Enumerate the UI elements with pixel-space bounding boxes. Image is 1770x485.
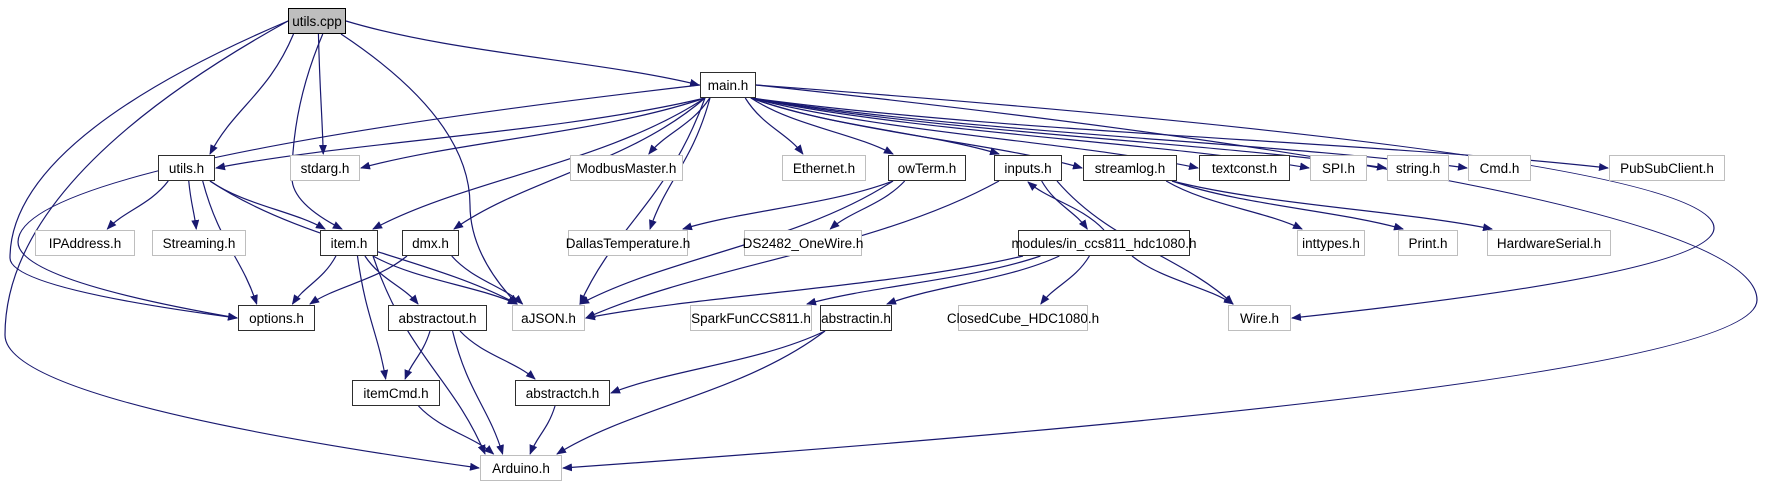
graph-node-options-h[interactable]: options.h <box>238 305 315 331</box>
edge-abstractout_h-to-Arduino_h <box>451 330 504 455</box>
graph-node-utils-h[interactable]: utils.h <box>158 155 215 181</box>
edge-item_h-to-options_h <box>291 255 337 305</box>
edge-main_h-to-item_h <box>372 97 706 230</box>
edge-item_h-to-abstractout_h <box>364 255 419 305</box>
edge-utils_cpp-to-stdarg_h <box>317 33 327 155</box>
edge-utils_cpp-to-options_h <box>9 20 289 321</box>
edge-streamlog_h-to-HardwareSerial_h <box>1171 180 1493 232</box>
edge-main_h-to-utils_h <box>215 97 706 171</box>
edge-utils_cpp-to-item_h <box>291 33 343 230</box>
edge-modules_h-to-SparkFunCCS811_h <box>806 255 1041 306</box>
edge-main_h-to-ModbusMaster_h <box>648 97 711 155</box>
graph-node-closedcube-hdc1080-h: ClosedCube_HDC1080.h <box>947 305 1099 331</box>
edge-abstractin_h-to-Arduino_h <box>556 330 826 455</box>
edge-dmx_h-to-aJSON_h <box>451 255 524 305</box>
edge-modules_h-to-inputs_h <box>1027 181 1105 231</box>
edge-inputs_h-to-modules_h <box>1041 180 1088 230</box>
edge-modules_h-to-abstractin_h <box>886 255 1060 305</box>
graph-node-wire-h: Wire.h <box>1228 305 1291 331</box>
edge-item_h-to-aJSON_h <box>372 255 518 305</box>
edge-utils_cpp-to-Arduino_h <box>4 20 480 471</box>
edge-main_h-to-Arduino_h <box>562 84 1758 472</box>
edge-utils_cpp-to-utils_h <box>209 33 295 155</box>
graph-node-abstractout-h[interactable]: abstractout.h <box>388 305 487 331</box>
graph-node-inputs-h[interactable]: inputs.h <box>994 155 1062 181</box>
edge-modules_h-to-aJSON_h <box>585 255 1024 321</box>
graph-node-item-h[interactable]: item.h <box>320 230 378 256</box>
edge-utils_cpp-to-aJSON_h <box>340 33 518 305</box>
graph-node-ajson-h: aJSON.h <box>512 305 585 331</box>
graph-node-dallastemperature-h: DallasTemperature.h <box>566 230 690 256</box>
edge-main_h-to-options_h <box>17 84 701 321</box>
edge-modules_h-to-ClosedCube_HDC1080_h <box>1040 255 1090 305</box>
graph-node-streaming-h: Streaming.h <box>152 230 246 256</box>
edge-main_h-to-stdarg_h <box>360 97 706 170</box>
graph-node-owterm-h[interactable]: owTerm.h <box>888 155 966 181</box>
graph-node-arduino-h: Arduino.h <box>480 455 562 481</box>
edge-item_h-to-Arduino_h <box>372 255 486 455</box>
edge-streamlog_h-to-inttypes_h <box>1165 180 1303 230</box>
graph-node-ipaddress-h: IPAddress.h <box>35 230 135 256</box>
graph-node-spi-h: SPI.h <box>1310 155 1367 181</box>
edge-owTerm_h-to-aJSON_h <box>579 180 894 305</box>
edge-owTerm_h-to-DS2482_OneWire_h <box>829 180 906 230</box>
edge-itemCmd_h-to-Arduino_h <box>418 405 495 455</box>
edge-dmx_h-to-options_h <box>309 255 408 305</box>
graph-node-ds2482-onewire-h: DS2482_OneWire.h <box>743 230 863 256</box>
edge-utils_h-to-item_h <box>209 180 326 230</box>
edge-abstractout_h-to-abstractch_h <box>459 330 536 380</box>
graph-node-inttypes-h: inttypes.h <box>1297 230 1365 256</box>
edge-main_h-to-Ethernet_h <box>744 97 804 155</box>
graph-node-modules-in-ccs811-hdc1080-h[interactable]: modules/in_ccs811_hdc1080.h <box>1011 230 1197 256</box>
edge-item_h-to-itemCmd_h <box>356 255 389 380</box>
edge-streamlog_h-to-Print_h <box>1171 180 1404 231</box>
graph-node-sparkfunccs811-h: SparkFunCCS811.h <box>690 305 812 331</box>
edge-utils_h-to-Streaming_h <box>188 180 200 230</box>
graph-node-abstractch-h[interactable]: abstractch.h <box>515 380 610 406</box>
edge-owTerm_h-to-DallasTemperature_h <box>682 180 894 231</box>
graph-node-utils-cpp: utils.cpp <box>288 8 346 34</box>
graph-node-pubsubclient-h: PubSubClient.h <box>1609 155 1725 181</box>
graph-node-streamlog-h[interactable]: streamlog.h <box>1083 155 1177 181</box>
edge-utils_h-to-IPAddress_h <box>106 180 169 230</box>
edge-main_h-to-owTerm_h <box>750 97 894 155</box>
edge-main_h-to-Wire_h <box>755 84 1715 322</box>
graph-node-modbusmaster-h: ModbusMaster.h <box>570 155 683 181</box>
graph-node-hardwareserial-h: HardwareSerial.h <box>1487 230 1611 256</box>
edge-utils_cpp-to-main_h <box>345 20 700 87</box>
graph-node-stdarg-h: stdarg.h <box>290 155 360 181</box>
edge-modules_h-to-Wire_h <box>1131 255 1234 305</box>
edge-abstractout_h-to-itemCmd_h <box>404 330 431 380</box>
graph-node-string-h: string.h <box>1387 155 1449 181</box>
graph-node-ethernet-h: Ethernet.h <box>782 155 866 181</box>
edge-main_h-to-Cmd_h <box>750 97 1468 171</box>
edge-main_h-to-aJSON_h <box>579 97 706 305</box>
graph-node-print-h: Print.h <box>1398 230 1458 256</box>
graph-node-cmd-h: Cmd.h <box>1468 155 1531 181</box>
graph-node-abstractin-h[interactable]: abstractin.h <box>820 305 892 331</box>
edge-main_h-to-string_h <box>750 97 1387 171</box>
edge-abstractin_h-to-abstractch_h <box>610 330 826 394</box>
graph-node-dmx-h[interactable]: dmx.h <box>402 230 459 256</box>
graph-node-textconst-h[interactable]: textconst.h <box>1199 155 1290 181</box>
graph-node-main-h[interactable]: main.h <box>700 72 756 98</box>
edge-abstractch_h-to-Arduino_h <box>529 405 556 455</box>
graph-node-itemcmd-h[interactable]: itemCmd.h <box>352 380 440 406</box>
